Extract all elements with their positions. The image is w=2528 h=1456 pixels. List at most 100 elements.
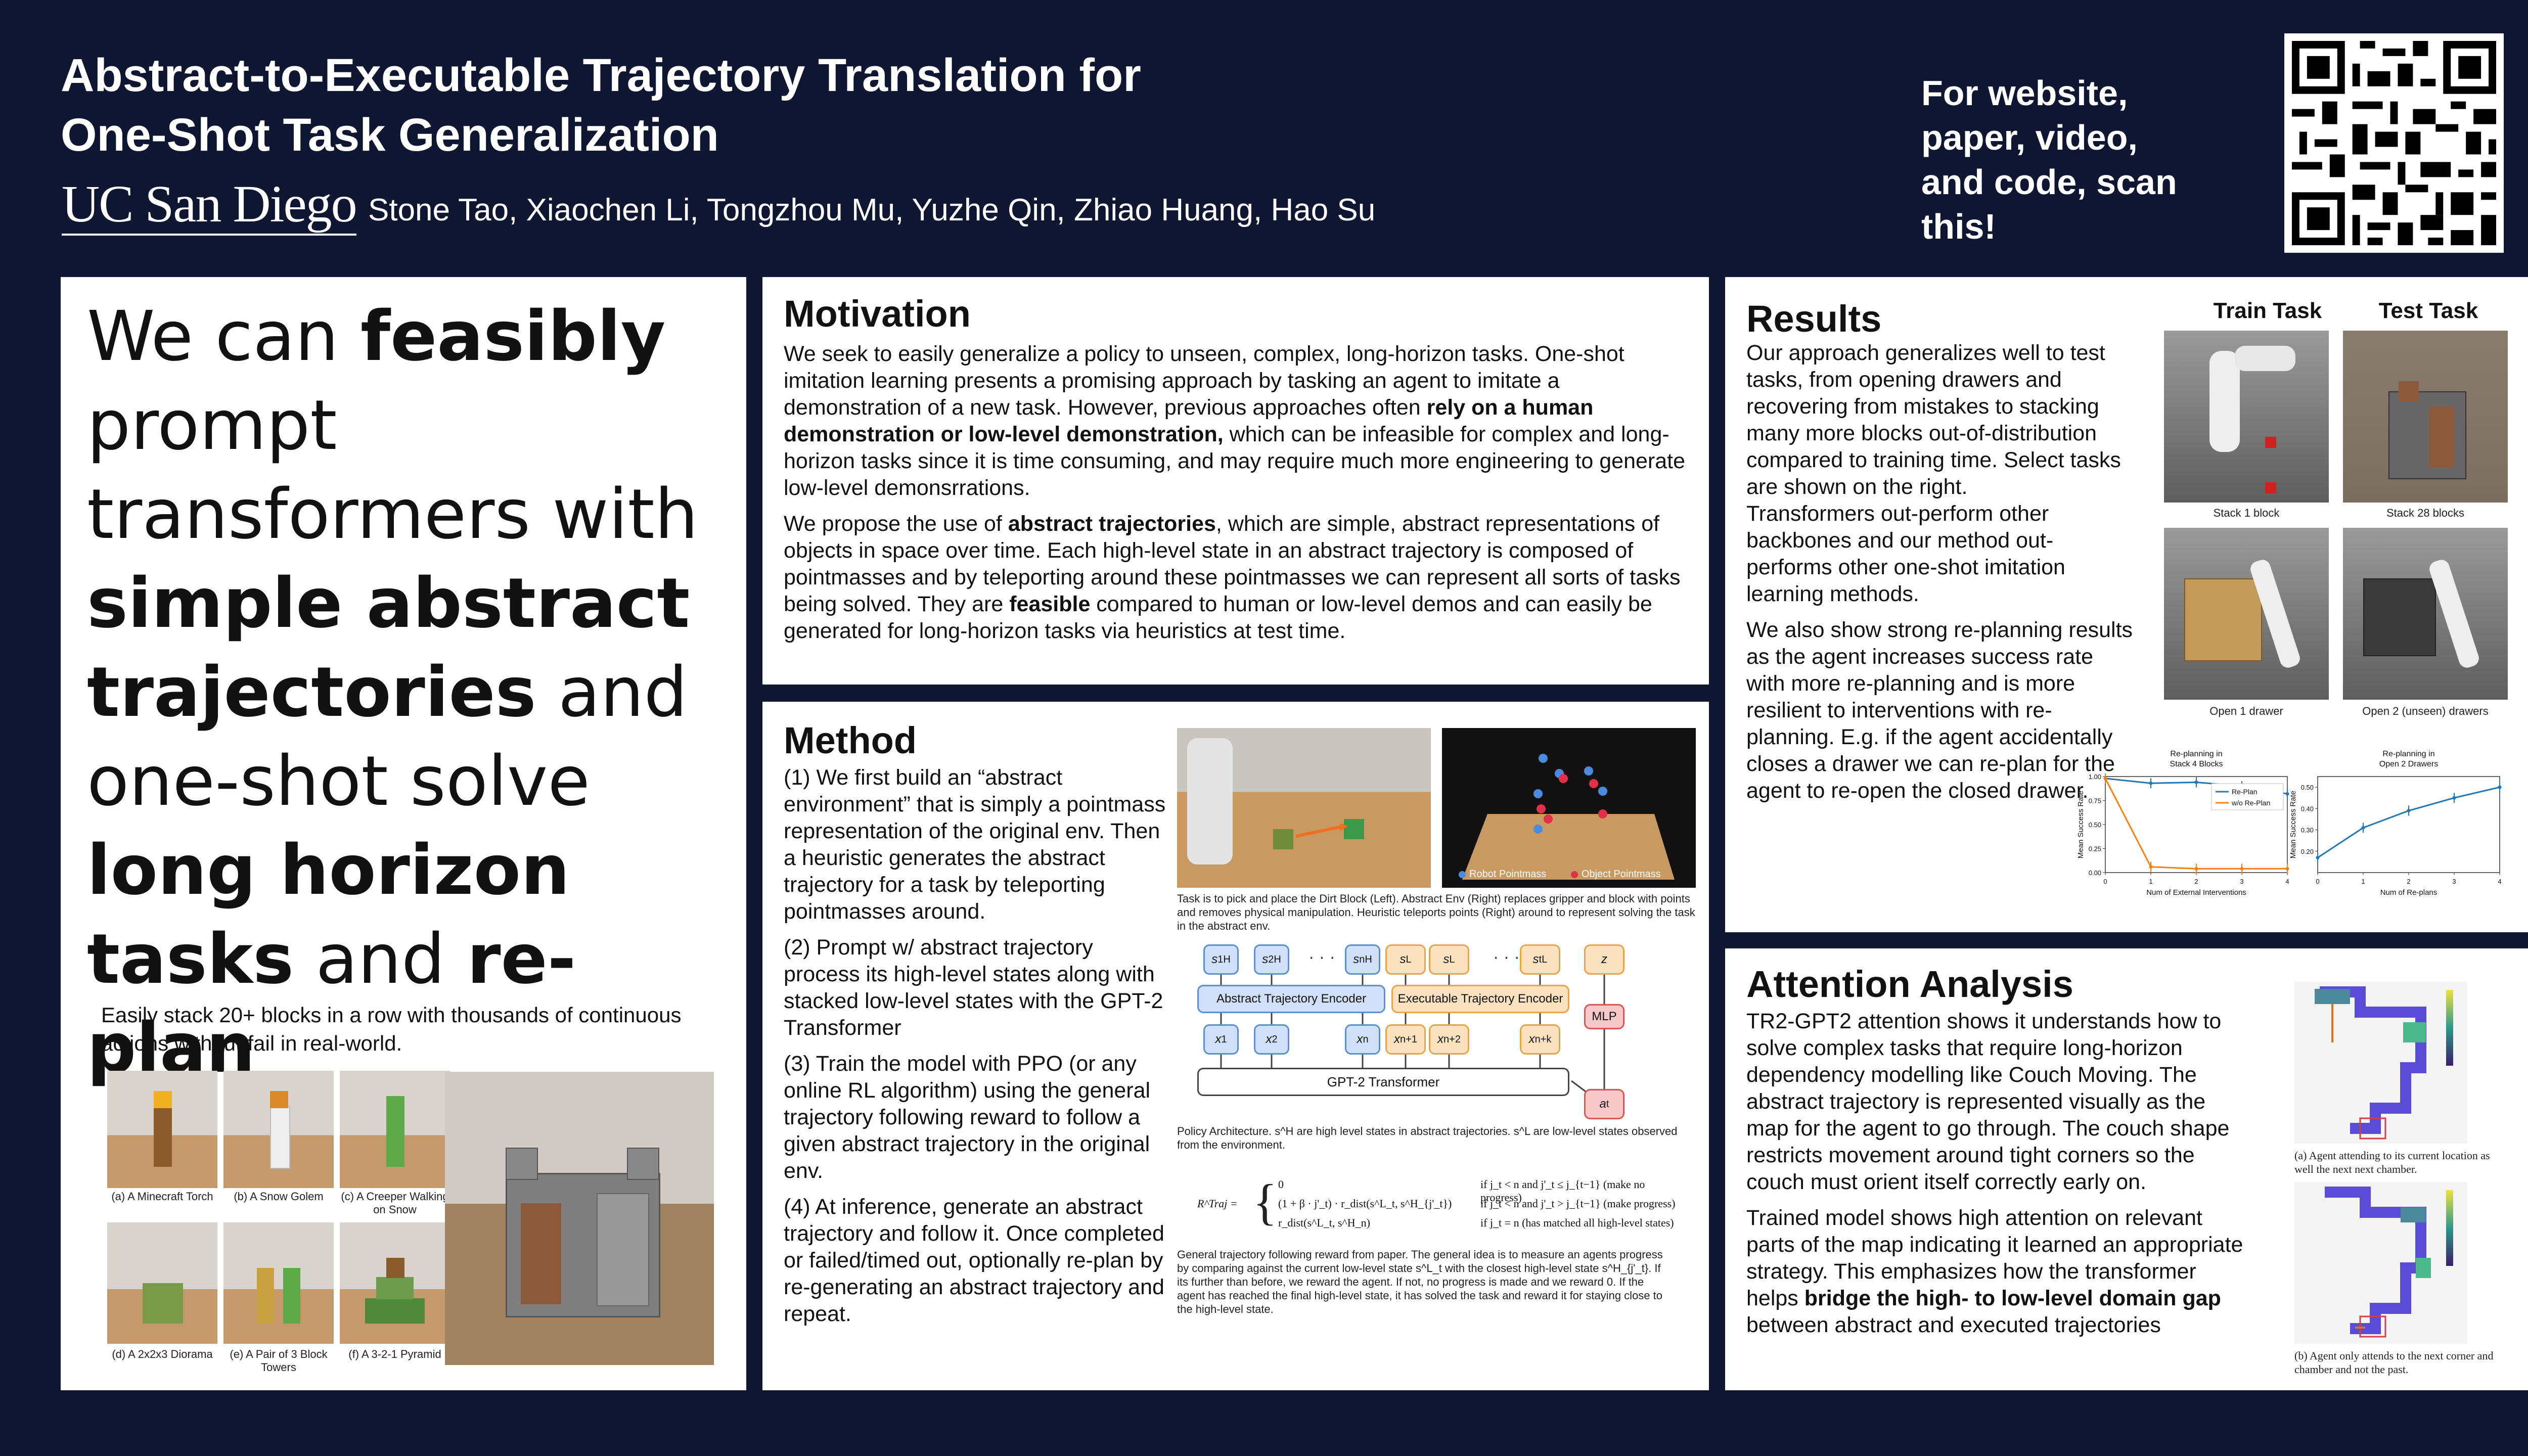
data-point — [2285, 792, 2289, 796]
y-tick-label: 0.25 — [2089, 845, 2101, 853]
x-tick-label: 4 — [2498, 878, 2501, 885]
attention-paragraph-2: Trained model shows high attention on re… — [1746, 1206, 2243, 1337]
stack-28-blocks-render — [2343, 331, 2508, 503]
legend-label: w/o Re-Plan — [2231, 799, 2270, 807]
tagline-bold-long-horizon: long horizon tasks — [87, 831, 570, 999]
mlp-box: MLP — [1584, 1004, 1624, 1029]
caption-a: (a) A Minecraft Torch — [111, 1190, 213, 1203]
tagline-panel: We can feasibly prompt transformers with… — [61, 277, 746, 1390]
method-steps: (1) We first build an “abstract environm… — [784, 764, 1168, 1337]
svg-text:· · ·: · · · — [1308, 947, 1335, 967]
results-body: Our approach generalizes well to test ta… — [1746, 340, 2136, 813]
results-paragraph-3: We also show strong re-planning results … — [1746, 618, 2133, 803]
motivation-paragraph-2: We propose the use of abstract trajector… — [784, 512, 1681, 643]
data-point — [2285, 867, 2289, 871]
results-title: Results — [1746, 298, 1882, 340]
y-axis-label: Mean Success Rate — [2076, 791, 2085, 858]
legend-object-pointmass: Object Pointmass — [1582, 869, 1661, 880]
chart-title-line-1: Re-planning in — [2382, 750, 2434, 758]
x-tick-label: 4 — [2285, 878, 2289, 885]
data-point — [2149, 865, 2153, 869]
attention-caption-b: (b) Agent only attends to the next corne… — [2294, 1349, 2494, 1376]
method-step-2: (2) Prompt w/ abstract trajectory proces… — [784, 935, 1163, 1040]
data-point — [2149, 781, 2153, 785]
tagline-part-3: and one-shot solve — [87, 653, 688, 822]
abstract-env-render: Robot Pointmass Object Pointmass — [1442, 728, 1696, 888]
object-pointmass-markers — [1537, 774, 1607, 824]
author-list: Stone Tao, Xiaochen Li, Tongzhou Mu, Yuz… — [368, 193, 1376, 228]
legend-box — [2211, 783, 2284, 810]
data-point — [2194, 867, 2198, 871]
x-tick-label: 2 — [2407, 878, 2410, 885]
x-tick-label: 2 — [2194, 878, 2198, 885]
qr-code-icon[interactable] — [2284, 33, 2504, 253]
attention-map-b-path — [2325, 1187, 2453, 1338]
robot-pointmass-markers — [1533, 754, 1607, 834]
photo-snow-golem — [223, 1071, 334, 1188]
attention-panel: Attention Analysis TR2-GPT2 attention sh… — [1725, 948, 2528, 1390]
chart-title-line-2: Open 2 Drawers — [2379, 760, 2439, 768]
motivation-paragraph-1: We seek to easily generalize a policy to… — [784, 342, 1686, 500]
tagline-text: We can feasibly prompt transformers with… — [87, 292, 739, 1093]
data-point — [2103, 777, 2107, 781]
reward-case-1-expr: 0 — [1278, 1178, 1284, 1191]
caption-stack-1: Stack 1 block — [2213, 507, 2280, 519]
title-line-2: One-Shot Task Generalization — [61, 109, 719, 161]
reward-case-1-cond: if j_t < n and j'_t ≤ j_{t−1} (make no p… — [1480, 1178, 1645, 1204]
gpt2-transformer-box: GPT-2 Transformer — [1197, 1068, 1569, 1096]
results-paragraph-2: Transformers out-perform other backbones… — [1746, 502, 2065, 606]
attention-map-a-path — [2315, 986, 2453, 1140]
caption-open-1-drawer: Open 1 drawer — [2209, 705, 2283, 717]
attention-map-a — [2294, 982, 2467, 1144]
x-tick-label: 0 — [2103, 878, 2107, 885]
photo-block-castle — [445, 1072, 714, 1365]
attention-caption-a: (a) Agent attending to its current locat… — [2294, 1149, 2490, 1175]
y-tick-label: 1.00 — [2089, 773, 2101, 781]
y-tick-label: 0.20 — [2301, 848, 2314, 855]
legend-label: Re-Plan — [2232, 788, 2258, 796]
caption-b: (b) A Snow Golem — [234, 1190, 324, 1203]
open-2-drawers-render — [2343, 528, 2508, 700]
y-tick-label: 0.00 — [2089, 869, 2101, 877]
results-paragraph-1: Our approach generalizes well to test ta… — [1746, 341, 2121, 499]
results-panel: Results Our approach generalizes well to… — [1725, 277, 2528, 932]
caption-e: (e) A Pair of 3 Block Towers — [230, 1348, 328, 1374]
env-figure-caption: Task is to pick and place the Dirt Block… — [1177, 892, 1695, 932]
reward-case-3-expr: r_dist(s^L_t, s^H_n) — [1278, 1216, 1370, 1229]
data-point — [2452, 796, 2456, 800]
reward-lhs: R^Traj = — [1197, 1197, 1238, 1210]
chart-title-line-1: Re-planning in — [2170, 750, 2222, 758]
chart-frame — [2317, 776, 2500, 873]
test-task-header: Test Task — [2378, 298, 2478, 323]
data-point — [2361, 826, 2365, 830]
photo-pyramid — [340, 1222, 450, 1344]
photo-two-towers — [223, 1222, 334, 1344]
caption-d: (d) A 2x2x3 Diorama — [112, 1348, 213, 1360]
tagline-bold-feasibly: feasibly — [360, 297, 666, 377]
stacking-photo-grid: (a) A Minecraft Torch (b) A Snow Golem (… — [107, 1071, 451, 1379]
reward-caption: General trajectory following reward from… — [1177, 1248, 1663, 1315]
y-tick-label: 0.75 — [2089, 797, 2101, 805]
title-line-1: Abstract-to-Executable Trajectory Transl… — [61, 50, 1141, 101]
reward-case-3-cond: if j_t = n (has matched all high-level s… — [1480, 1216, 1674, 1229]
x-tick-label: 0 — [2316, 878, 2319, 885]
series-line-0 — [2317, 786, 2500, 858]
stack-1-block-render — [2164, 331, 2329, 503]
x-axis-label: Num of Re-plans — [2380, 888, 2437, 897]
method-step-3: (3) Train the model with PPO (or any onl… — [784, 1052, 1151, 1183]
tagline-bold-abstract: simple abstract trajectories — [87, 564, 690, 733]
y-axis-label: Mean Success Rate — [2289, 791, 2297, 858]
scan-prompt: For website, paper, video, and code, sca… — [1921, 73, 2177, 246]
y-tick-label: 0.30 — [2301, 827, 2314, 834]
x-tick-label: 3 — [2452, 878, 2456, 885]
data-point — [2240, 867, 2244, 871]
